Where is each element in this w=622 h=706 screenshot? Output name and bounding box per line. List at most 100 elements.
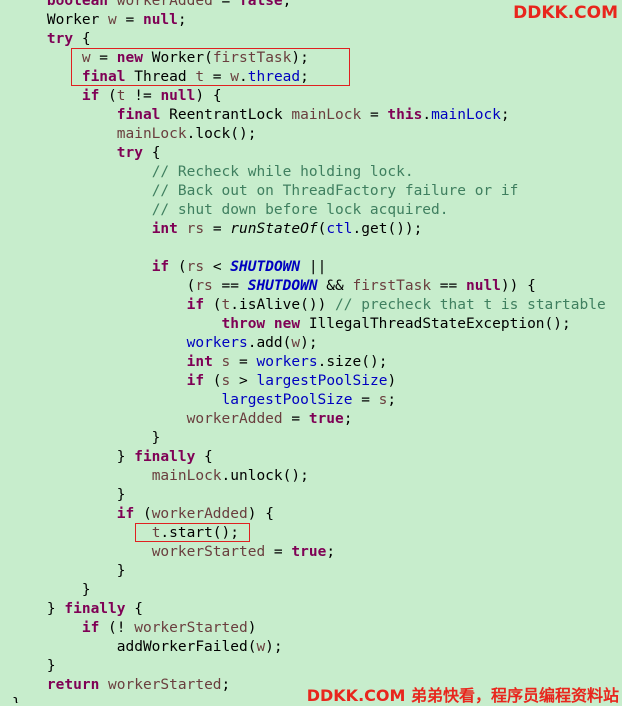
code-token xyxy=(12,392,222,408)
code-token: ; xyxy=(221,677,231,693)
code-token xyxy=(12,88,82,104)
code-token: thread xyxy=(247,69,301,85)
code-line: w = new Worker(firstTask); xyxy=(12,49,309,68)
code-token: ( xyxy=(169,259,187,275)
code-token: ) { xyxy=(195,88,222,104)
code-token: .isAlive()) xyxy=(230,297,336,313)
code-line: } xyxy=(12,486,126,505)
code-token: .add( xyxy=(247,335,292,351)
code-line: final ReentrantLock mainLock = this.main… xyxy=(12,106,510,125)
code-token: ; xyxy=(282,0,292,9)
code-token: IllegalThreadStateException(); xyxy=(300,316,571,332)
code-token xyxy=(12,164,152,180)
code-token xyxy=(99,677,108,693)
code-token: ( xyxy=(204,297,222,313)
code-token: final xyxy=(81,69,126,85)
code-token: = xyxy=(352,392,379,408)
code-token: . xyxy=(239,69,248,85)
code-token: = xyxy=(361,107,388,123)
code-token: rs xyxy=(195,278,213,294)
code-token xyxy=(12,335,187,351)
code-token xyxy=(178,221,187,237)
code-token xyxy=(12,202,152,218)
code-token xyxy=(108,0,117,9)
code-token: s xyxy=(221,373,231,389)
code-line: t.start(); xyxy=(12,524,239,543)
code-token: true xyxy=(308,411,344,427)
code-token: if xyxy=(186,297,205,313)
code-token: try xyxy=(116,145,143,161)
code-token: new xyxy=(273,316,301,332)
code-token: false xyxy=(239,0,283,9)
watermark-top-right: DDKK.COM xyxy=(513,3,618,23)
code-token xyxy=(12,69,82,85)
code-token xyxy=(12,126,117,142)
code-token: t xyxy=(151,525,161,541)
code-token: w xyxy=(81,50,91,66)
code-token: firstTask xyxy=(212,50,292,66)
code-token: ReentrantLock xyxy=(160,107,292,123)
code-line: try { xyxy=(12,144,161,163)
code-token: t xyxy=(195,69,205,85)
code-token: SHUTDOWN xyxy=(230,259,301,275)
code-token: } xyxy=(12,582,91,598)
code-token: finally xyxy=(134,449,196,465)
code-line: // Back out on ThreadFactory failure or … xyxy=(12,182,519,201)
code-token: )) { xyxy=(500,278,536,294)
code-token: if xyxy=(151,259,170,275)
code-token xyxy=(12,259,152,275)
code-token: ; xyxy=(300,69,309,85)
code-token xyxy=(265,316,274,332)
code-line: if (! workerStarted) xyxy=(12,619,257,638)
code-token: w xyxy=(108,12,117,28)
code-line: } xyxy=(12,562,126,581)
code-line: workerAdded = true; xyxy=(12,410,353,429)
code-line: if (t != null) { xyxy=(12,87,222,106)
code-token: ); xyxy=(300,335,318,351)
code-token: = xyxy=(90,50,117,66)
code-token xyxy=(12,145,117,161)
code-token: ); xyxy=(291,50,309,66)
code-token: s xyxy=(378,392,388,408)
code-token: ; xyxy=(343,411,353,427)
code-token: ); xyxy=(265,639,283,655)
code-token: ( xyxy=(204,373,222,389)
code-line: boolean workerAdded = false; xyxy=(12,0,291,11)
code-token: .size(); xyxy=(317,354,388,370)
code-token: boolean xyxy=(46,0,109,9)
code-token: Thread xyxy=(125,69,196,85)
code-token: { xyxy=(195,449,213,465)
code-token: t xyxy=(116,88,126,104)
code-token: w xyxy=(256,639,266,655)
code-token: } xyxy=(12,487,126,503)
code-token xyxy=(12,373,187,389)
code-token: ( xyxy=(99,88,117,104)
code-line: return workerStarted; xyxy=(12,676,230,695)
code-token: true xyxy=(291,544,327,560)
code-token: null xyxy=(160,88,196,104)
code-token: > xyxy=(230,373,257,389)
code-line: mainLock.lock(); xyxy=(12,125,257,144)
code-token: final xyxy=(116,107,161,123)
code-line: if (s > largestPoolSize) xyxy=(12,372,397,391)
code-token: < xyxy=(204,259,231,275)
code-token: workerStarted xyxy=(151,544,266,560)
code-token: mainLock xyxy=(291,107,362,123)
code-line: try { xyxy=(12,30,91,49)
code-line: } xyxy=(12,695,21,703)
code-token: } xyxy=(12,449,135,465)
code-token: = xyxy=(204,69,231,85)
code-line: if (workerAdded) { xyxy=(12,505,274,524)
code-token xyxy=(12,221,152,237)
code-token: ( xyxy=(134,506,152,522)
code-token: if xyxy=(81,88,100,104)
code-token: .get()); xyxy=(352,221,423,237)
code-token: workerAdded xyxy=(116,0,213,9)
code-token: return xyxy=(46,677,100,693)
code-token: .start(); xyxy=(160,525,239,541)
code-token: ( xyxy=(317,221,327,237)
code-token: // Back out on ThreadFactory failure or … xyxy=(151,183,519,199)
code-token: workerAdded xyxy=(186,411,283,427)
code-line: throw new IllegalThreadStateException(); xyxy=(12,315,571,334)
